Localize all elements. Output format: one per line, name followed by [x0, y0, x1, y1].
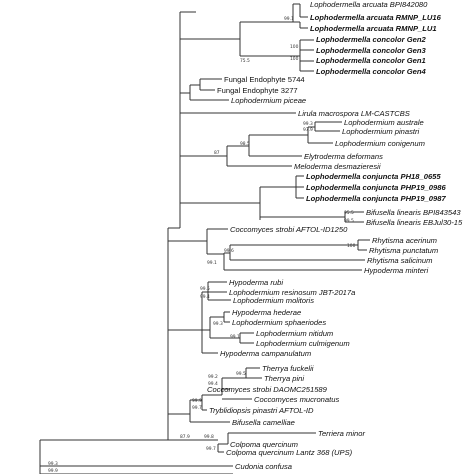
taxon-label: Bifusella linearis BPI843543: [366, 208, 461, 217]
taxon-label: Coccomyces mucronatus: [254, 395, 339, 404]
support-value: 87.9: [180, 434, 190, 440]
taxon-label: Lophodermium conigenum: [335, 139, 425, 148]
support-value: 99.1: [230, 334, 240, 340]
taxon-label: Meloderma desmazieresii: [294, 162, 381, 171]
taxon-label: Lophodermium sphaeriodes: [232, 318, 326, 327]
taxon-label: Rhytisma punctatum: [369, 246, 438, 255]
support-value: 99.1: [284, 16, 294, 22]
taxon-label: Lophodermium australe: [344, 118, 424, 127]
taxon-label: Colpoma quercinum: [230, 440, 298, 449]
support-value: 99.3: [303, 121, 313, 127]
taxon-label: Lophodermella concolor Gen3: [316, 46, 426, 55]
taxon-label: Tryblidiopsis pinastri AFTOL-ID: [209, 406, 314, 415]
taxon-label: Hypoderma hederae: [232, 308, 301, 317]
support-values: 99.1 75.5 100 100 98.5 87 99.3 97.9 95.5…: [48, 16, 356, 474]
taxon-label: Lophodermella conjuncta PH18_0655: [306, 172, 441, 181]
taxon-label: Hypoderma campanulatum: [220, 349, 311, 358]
taxon-label: Lophodermium resinosum JBT-2017a: [229, 288, 355, 297]
taxon-label: Lirula macrospora LM-CASTCBS: [298, 109, 410, 118]
taxon-label: Hypoderma minteri: [364, 266, 428, 275]
support-value: 99.7: [192, 405, 202, 411]
support-value: 99.7: [206, 446, 216, 452]
support-value: 87: [214, 150, 220, 156]
support-value: 99.6: [224, 248, 234, 254]
taxon-label: Fungal Endophyte 5744: [224, 75, 305, 84]
support-value: 99.2: [208, 374, 218, 380]
support-value: 98.5: [240, 141, 250, 147]
taxon-label: Cudonia confusa: [235, 462, 292, 471]
taxon-label: Lophodermella conjuncta PHP19_0986: [306, 183, 446, 192]
taxon-label: Lophodermella arcuata RMNP_LU16: [310, 13, 442, 22]
support-value: 100: [347, 243, 356, 249]
taxon-labels: Lophodermella arcuata BPI842080 Lophoder…: [207, 0, 463, 471]
support-value: 99.1: [207, 260, 217, 266]
taxon-label: Colpoma quercinum Lantz 368 (UPS): [226, 448, 353, 457]
taxon-label: Lophodermella arcuata BPI842080: [310, 0, 428, 9]
taxon-label: Lophodermium nitidum: [256, 329, 333, 338]
tree-branches: [39, 3, 370, 474]
support-value: 95.5: [344, 210, 354, 216]
support-value: 99.5: [200, 286, 210, 292]
taxon-label: Lophodermium culmigenum: [256, 339, 350, 348]
support-value: 99.4: [208, 381, 218, 387]
taxon-label: Therrya fuckelii: [262, 364, 314, 373]
taxon-label: Rhytisma acerinum: [372, 236, 437, 245]
taxon-label: Elytroderma deformans: [304, 152, 383, 161]
taxon-label: Bifusella camelliae: [232, 418, 295, 427]
taxon-label: Lophodermella arcuata RMNP_LU1: [310, 24, 437, 33]
taxon-label: Coccomyces strobi AFTOL-ID1250: [230, 225, 348, 234]
support-value: 99.9: [48, 468, 58, 474]
support-value: 99.3: [48, 461, 58, 467]
taxon-label: Coccomyces strobi DAOMC251589: [207, 385, 328, 394]
support-value: 75.5: [240, 58, 250, 64]
taxon-label: Lophodermium pinastri: [342, 127, 420, 136]
taxon-label: Lophodermium molitoris: [233, 296, 314, 305]
taxon-label: Lophodermella concolor Gen4: [316, 67, 426, 76]
support-value: 99.8: [204, 434, 214, 440]
taxon-label: Lophodermella concolor Gen2: [316, 35, 426, 44]
taxon-label: Therrya pini: [264, 374, 304, 383]
taxon-label: Lophodermella concolor Gen1: [316, 56, 426, 65]
taxon-label: Rhytisma salicinum: [367, 256, 432, 265]
support-value: 99.5: [236, 371, 246, 377]
taxon-label: Lophodermella conjuncta PHP19_0987: [306, 194, 446, 203]
taxon-label: Lophodermium piceae: [231, 96, 306, 105]
taxon-label: Terriera minor: [318, 429, 365, 438]
taxon-label: Hypoderma rubi: [229, 278, 283, 287]
support-value: 97.9: [303, 127, 313, 133]
support-value: 100: [290, 44, 299, 50]
support-value: 99.4: [200, 294, 210, 300]
taxon-label: Bifusella linearis EBJul30-15: [366, 218, 463, 227]
taxon-label: Fungal Endophyte 3277: [217, 86, 298, 95]
support-value: 99.3: [213, 321, 223, 327]
support-value: 99.9: [192, 398, 202, 404]
support-value: 100: [290, 56, 299, 62]
support-value: 99.5: [344, 218, 354, 224]
